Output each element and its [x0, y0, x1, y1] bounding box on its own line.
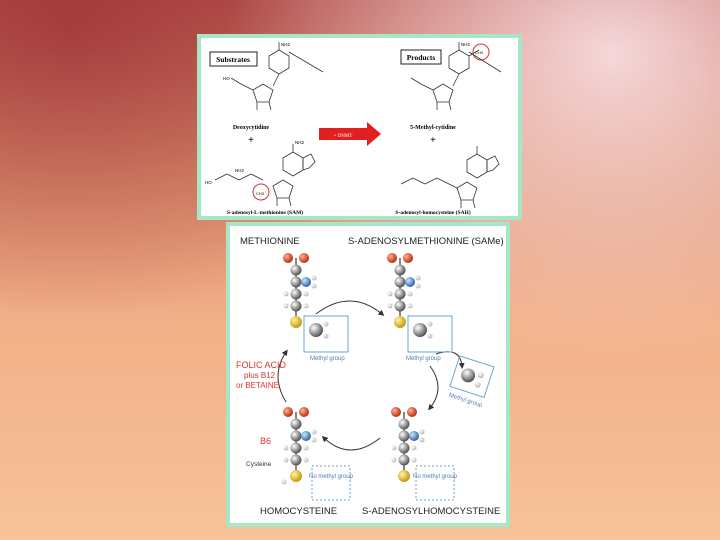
sam-structure — [214, 144, 316, 207]
nh2-label-sam: NH2 — [235, 168, 244, 173]
methionine-cycle-diagram: METHIONINE S-ADENOSYLMETHIONINE (SAMe) H… — [236, 236, 504, 517]
no-methyl-box-1 — [311, 465, 351, 501]
homocysteine-molecule — [281, 407, 317, 485]
pointer-line-right — [468, 51, 502, 73]
arrow-methyl-transfer — [435, 351, 465, 369]
substrates-label: Substrates — [216, 55, 250, 64]
methyl-group-box-2 — [407, 315, 453, 353]
dnmt-label: + DNMT — [334, 134, 353, 139]
plus-b12-label: plus B12 — [244, 371, 276, 380]
no-methyl-label-1: No methyl group — [309, 474, 354, 480]
nh2-label-left: NH2 — [281, 42, 290, 47]
methyl-group-label-2: Methyl group — [406, 356, 441, 362]
nh2-label-right: NH2 — [461, 42, 470, 47]
ch3-small-label: CH3 — [475, 50, 484, 55]
same-title: S-ADENOSYLMETHIONINE (SAMe) — [348, 236, 504, 247]
methylation-reaction-diagram: Substrates Products NH2 HO Deoxycytidine… — [205, 42, 502, 216]
arrow-sah-to-homocysteine — [321, 435, 381, 451]
methionine-molecule — [283, 253, 329, 339]
arrow-homocysteine-to-methionine — [277, 349, 288, 403]
methylation-reaction-panel: Substrates Products NH2 HO Deoxycytidine… — [197, 34, 522, 220]
products-label: Products — [407, 53, 436, 62]
ch3-highlight-label: CH3 — [256, 191, 265, 196]
homocysteine-title: HOMOCYSTEINE — [260, 506, 337, 517]
sah-molecule — [391, 407, 425, 482]
methyl-group-label-1: Methyl group — [310, 356, 345, 362]
same-molecule — [387, 253, 433, 339]
plus-right: + — [430, 135, 436, 146]
methionine-cycle-panel: METHIONINE S-ADENOSYLMETHIONINE (SAMe) H… — [226, 222, 510, 527]
substrates-box — [209, 51, 258, 67]
nh2-label-sam-adenine: NH2 — [295, 140, 304, 145]
methyl-group-box-1 — [303, 315, 349, 353]
no-methyl-box-2 — [415, 465, 455, 501]
deoxycytidine-label: Deoxycytidine — [233, 125, 270, 131]
arrow-methionine-to-same — [315, 300, 385, 316]
cysteine-label: Cysteine — [246, 461, 272, 468]
sah-title: S-ADENOSYLHOMOCYSTEINE — [362, 506, 500, 517]
sah-structure — [400, 146, 500, 209]
methyl-highlight-circle-sam — [252, 183, 270, 201]
pointer-line-left — [288, 51, 324, 73]
transferred-methyl-group: Methyl group — [448, 355, 495, 409]
methyl-highlight-circle-top — [472, 43, 490, 61]
dnmt-arrow — [319, 122, 381, 146]
sam-label: S-adenosyl-L-methionine (SAM) — [227, 209, 303, 216]
ho-label-sam: HO — [205, 180, 212, 185]
ho-label-left: HO — [223, 76, 230, 81]
methylcytidine-structure — [410, 42, 480, 111]
methionine-title: METHIONINE — [240, 236, 300, 247]
no-methyl-label-2: No methyl group — [413, 474, 458, 480]
deoxycytidine-structure — [230, 42, 290, 111]
or-betaine-label: or BETAINE — [236, 381, 279, 390]
methylcytidine-label: 5-Methyl-cytidine — [410, 125, 456, 131]
folic-acid-label: FOLIC ACID — [236, 360, 287, 370]
sah-label: S-adenosyl-homocysteine (SAH) — [395, 209, 470, 216]
b6-label: B6 — [260, 436, 271, 446]
products-box — [400, 49, 442, 65]
plus-left: + — [248, 135, 254, 146]
arrow-same-to-sah — [428, 365, 439, 411]
